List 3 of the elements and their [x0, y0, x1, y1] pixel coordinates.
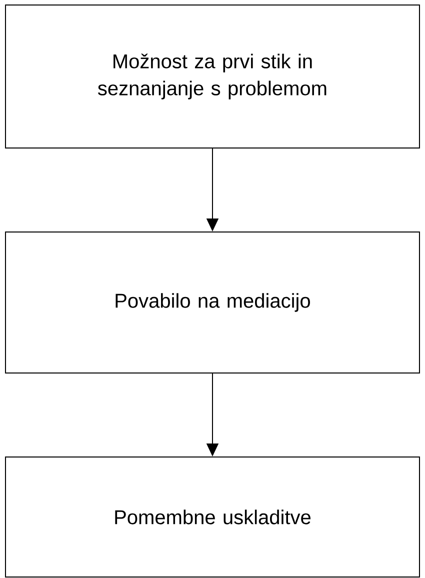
process-box: Pomembne uskladitve — [5, 456, 420, 578]
process-box: Povabilo na mediacijo — [5, 232, 420, 374]
process-box: Možnost za prvi stik in seznanjanje s problemom — [5, 4, 420, 148]
